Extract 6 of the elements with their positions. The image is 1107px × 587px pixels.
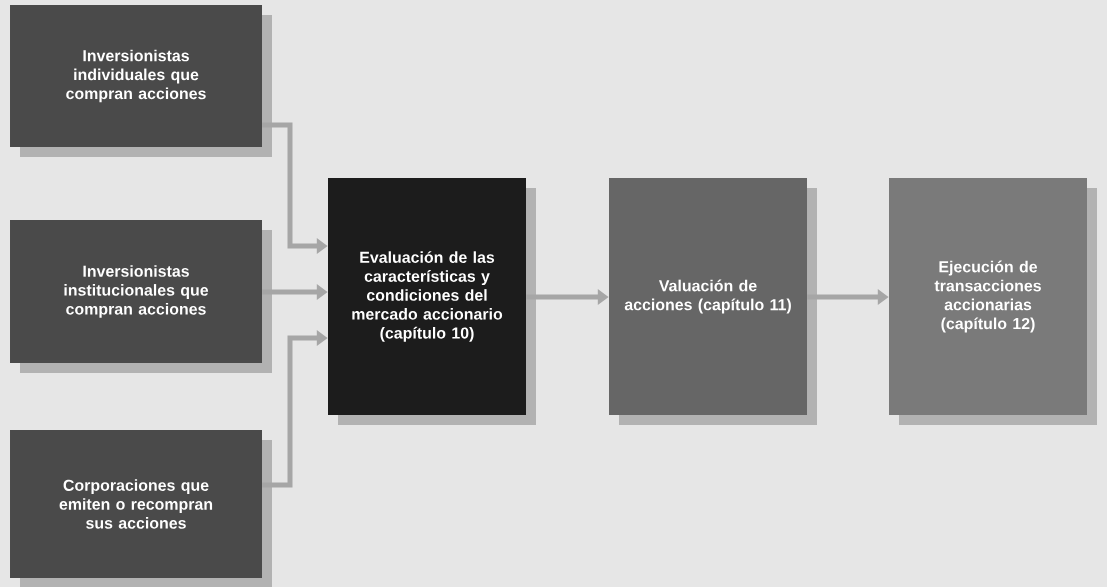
process-box: Inversionistas individuales que compran acciones	[10, 5, 272, 157]
process-box: Corporaciones que emiten o recompran sus acciones	[10, 430, 272, 587]
process-box: Ejecución de transacciones accionarias (capítulo 12)	[889, 178, 1097, 425]
process-box: Valuación de acciones (capítulo 11)	[609, 178, 817, 425]
process-box: Evaluación de las características y condiciones del mercado accionario (capítulo 10)	[328, 178, 536, 425]
process-box: Inversionistas institucionales que compran acciones	[10, 220, 272, 373]
